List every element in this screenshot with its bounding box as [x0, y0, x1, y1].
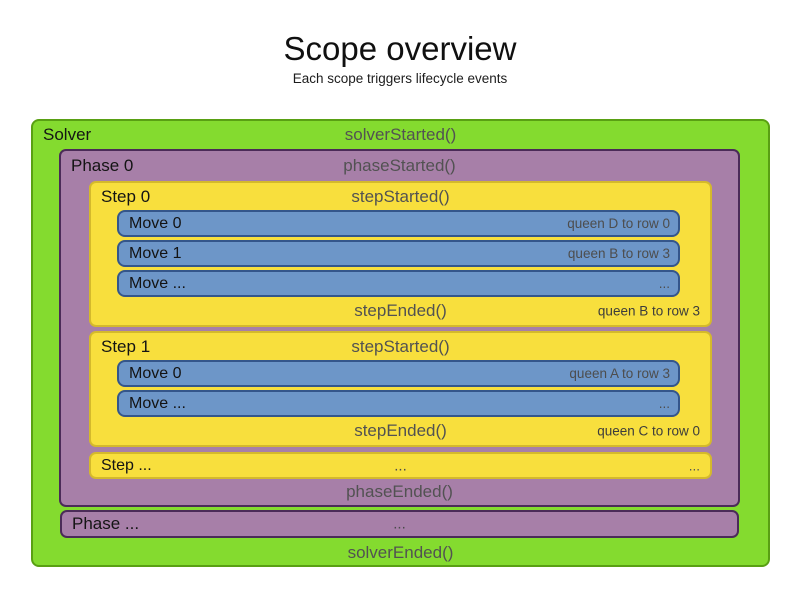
- move-row: Move 0 queen D to row 0: [117, 210, 680, 237]
- phase-more-center-ellipsis: ...: [393, 515, 406, 533]
- page-subtitle: Each scope triggers lifecycle events: [292, 71, 508, 86]
- page-title: Scope overview: [283, 30, 517, 67]
- phase0-header: Phase 0 phaseStarted(): [61, 151, 738, 181]
- step0-header: Step 0 stepStarted(): [91, 183, 710, 210]
- step0-scope-box: Step 0 stepStarted() Move 0 queen D to r…: [89, 181, 712, 327]
- move-row: Move ... ...: [117, 270, 680, 297]
- phase-ended-event: phaseEnded(): [346, 482, 453, 501]
- step-more-box: Step ... ... ...: [89, 452, 712, 479]
- solver-footer: solverEnded(): [33, 538, 768, 568]
- step1-ended-event: stepEnded(): [354, 421, 447, 440]
- phase-more-box: Phase ... ...: [60, 510, 739, 538]
- step1-started-event: stepStarted(): [351, 336, 450, 356]
- step1-scope-box: Step 1 stepStarted() Move 0 queen A to r…: [89, 331, 712, 447]
- phase-started-event: phaseStarted(): [343, 156, 456, 175]
- move-label: Move 0: [129, 364, 182, 382]
- move-note: queen D to row 0: [567, 216, 670, 231]
- solver-header: Solver solverStarted(): [33, 121, 768, 149]
- step-more-center-ellipsis: ...: [394, 457, 407, 474]
- solver-label: Solver: [43, 125, 92, 144]
- phase-more-label: Phase ...: [72, 514, 140, 533]
- step1-ended-note: queen C to row 0: [597, 423, 700, 439]
- solver-ended-event: solverEnded(): [347, 543, 454, 562]
- move-note: ...: [658, 396, 670, 411]
- step0-ended-event: stepEnded(): [354, 301, 447, 320]
- move-label: Move 1: [129, 244, 182, 262]
- step0-label: Step 0: [101, 186, 151, 206]
- step0-ended-note: queen B to row 3: [597, 303, 700, 319]
- step1-footer: stepEnded() queen C to row 0: [91, 417, 710, 445]
- move-note: queen B to row 3: [567, 246, 670, 261]
- move-label: Move ...: [129, 394, 186, 412]
- solver-started-event: solverStarted(): [344, 125, 457, 144]
- step-more-right-ellipsis: ...: [688, 458, 700, 473]
- solver-scope-box: Solver solverStarted() Phase 0 phaseStar…: [31, 119, 770, 567]
- move-label: Move ...: [129, 274, 186, 292]
- phase0-scope-box: Phase 0 phaseStarted() Step 0 stepStarte…: [59, 149, 740, 507]
- move-row: Move 0 queen A to row 3: [117, 360, 680, 387]
- phase0-label: Phase 0: [71, 156, 134, 175]
- phase0-footer: phaseEnded(): [61, 479, 738, 505]
- step0-footer: stepEnded() queen B to row 3: [91, 297, 710, 325]
- step0-started-event: stepStarted(): [351, 186, 450, 206]
- move-label: Move 0: [129, 214, 182, 232]
- move-note: queen A to row 3: [569, 366, 670, 381]
- step1-header: Step 1 stepStarted(): [91, 333, 710, 360]
- move-note: ...: [658, 276, 670, 291]
- step1-label: Step 1: [101, 336, 151, 356]
- step-more-label: Step ...: [101, 456, 152, 474]
- move-row: Move ... ...: [117, 390, 680, 417]
- move-row: Move 1 queen B to row 3: [117, 240, 680, 267]
